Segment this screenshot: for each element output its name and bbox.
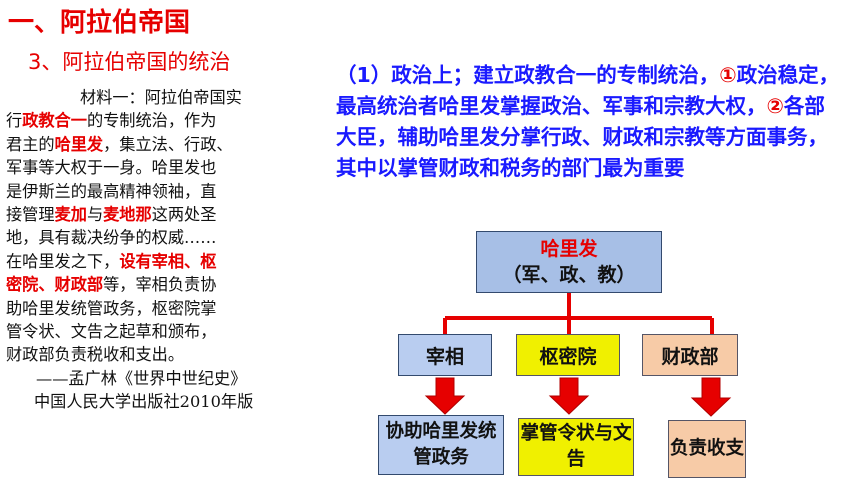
arrow-finance — [690, 377, 732, 417]
material-text-segment: 接管理 — [6, 204, 55, 224]
material-text-segment: 行 — [6, 111, 23, 131]
highlighted-term: 麦地那 — [103, 204, 152, 224]
material-lines: 材料一：阿拉伯帝国实行政教合一的专制统治，作为君主的哈里发，集立法、行政、军事等… — [6, 86, 332, 367]
material-line: 军事等大权于一身。哈里发也 — [6, 156, 332, 179]
material-line: 君主的哈里发，集立法、行政、 — [6, 133, 332, 156]
material-line: 密院、财政部等，宰相负责协 — [6, 273, 332, 296]
duty-finance-box: 负责收支 — [668, 420, 746, 478]
material-text-segment: 君主的 — [6, 134, 55, 154]
material-text-segment: 财政部负责税收和支出。 — [6, 345, 185, 365]
material-text-segment: 等，宰相负责协 — [103, 275, 217, 295]
material-text-segment: ，集立法、行政、 — [103, 134, 233, 154]
politics-part-2: 各部大臣，辅助哈里发分掌行政、财政和宗教等方面事务，其中以掌管财政和税务的部门最… — [336, 94, 828, 180]
material-text-segment: 的专制统治，作为 — [86, 111, 217, 131]
material-line: 在哈里发之下，设有宰相、枢 — [6, 250, 332, 273]
material-line: 财政部负责税收和支出。 — [6, 343, 332, 366]
subsection-title: 3、阿拉伯帝国的统治 — [28, 50, 231, 74]
politics-mark-2: ② — [766, 94, 784, 118]
material-line: 是伊斯兰的最高精神领袖，直 — [6, 180, 332, 203]
arrow-privy — [548, 377, 590, 415]
material-text-segment: 是伊斯兰的最高精神领袖，直 — [6, 181, 217, 201]
material-line: 材料一：阿拉伯帝国实 — [6, 86, 332, 109]
highlighted-term: 密院、财政部 — [6, 275, 104, 295]
material-text-segment: 与 — [86, 204, 104, 224]
highlighted-term: 政教合一 — [22, 111, 87, 131]
material-line: 行政教合一的专制统治，作为 — [6, 109, 332, 132]
ministry-finance-box: 财政部 — [642, 334, 738, 376]
material-text: 材料一：阿拉伯帝国实行政教合一的专制统治，作为君主的哈里发，集立法、行政、军事等… — [6, 86, 332, 413]
material-line: 地，具有裁决纷争的权威…… — [6, 226, 332, 249]
politics-part-1: 政治稳定，最高统治者哈里发掌握政治、军事和宗教大权， — [336, 63, 840, 118]
caliph-subtitle: （军、政、教） — [502, 264, 636, 286]
duty-vizier-box: 协助哈里发统管政务 — [378, 415, 504, 475]
highlighted-term: 麦加 — [54, 204, 87, 224]
ministry-privy-council-box: 枢密院 — [516, 334, 620, 376]
politics-summary: （1）政治上；建立政教合一的专制统治，①政治稳定，最高统治者哈里发掌握政治、军事… — [336, 60, 840, 184]
material-text-segment: 管令状、文告之起草和颁布， — [6, 321, 217, 341]
politics-mark-1: ① — [719, 63, 737, 87]
caliph-title: 哈里发 — [540, 238, 598, 260]
arrow-vizier — [424, 377, 466, 415]
highlighted-term: 哈里发 — [54, 134, 104, 154]
material-text-segment: 在哈里发之下， — [6, 251, 120, 271]
material-text-segment: 地，具有裁决纷争的权威…… — [6, 228, 217, 248]
material-line: 管令状、文告之起草和颁布， — [6, 320, 332, 343]
section-title: 一、阿拉伯帝国 — [8, 8, 191, 38]
caliph-box: 哈里发 （军、政、教） — [476, 231, 662, 293]
highlighted-term: 设有宰相、枢 — [119, 251, 217, 271]
material-text-segment: 这两处圣 — [151, 204, 217, 224]
material-line: 接管理麦加与麦地那这两处圣 — [6, 203, 332, 226]
politics-prefix: （1）政治上；建立政教合一的专制统治， — [336, 63, 720, 87]
material-text-segment: 军事等大权于一身。哈里发也 — [6, 158, 217, 178]
material-source-author: ——孟广林《世界中世纪史》 — [36, 368, 247, 388]
material-text-segment: 助哈里发统管政务，枢密院掌 — [6, 298, 217, 318]
ministry-vizier-box: 宰相 — [398, 334, 492, 376]
duty-privy-council-box: 掌管令状与文告 — [518, 418, 634, 476]
material-source-publisher: 中国人民大学出版社2010年版 — [34, 392, 254, 412]
material-line: 助哈里发统管政务，枢密院掌 — [6, 297, 332, 320]
material-text-segment: 材料一：阿拉伯帝国实 — [80, 88, 242, 107]
